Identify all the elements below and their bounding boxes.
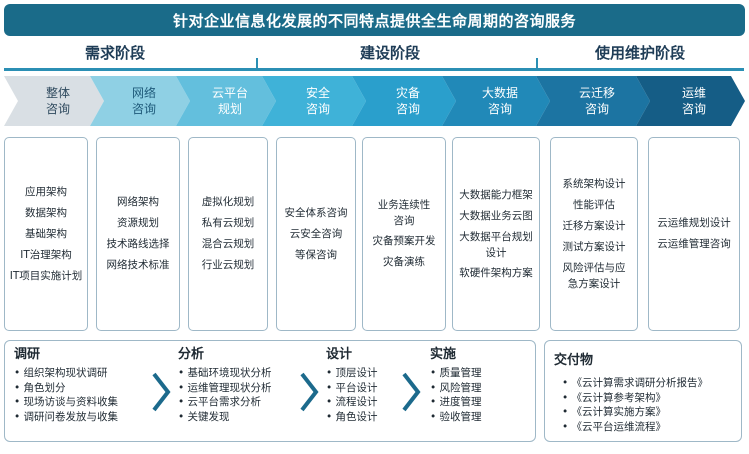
chevron-step-3 [176, 76, 276, 126]
service-item: 私有云规划 [201, 217, 255, 229]
service-item: 等保咨询 [295, 248, 337, 261]
phase-item: 进度管理 [430, 395, 482, 410]
service-item: 混合云规划 [201, 238, 255, 250]
service-item: 安全体系咨询 [284, 206, 348, 219]
stage-divider [256, 58, 258, 71]
step-label: 运维 咨询 [681, 86, 706, 116]
deliverable-item: 《云计算需求调研分析报告》 [562, 376, 709, 391]
service-item: 系统架构设计 [562, 178, 626, 190]
phase-item: 顶层设计 [326, 366, 378, 381]
service-item: 灾备演练 [383, 256, 425, 268]
service-box-cloud-migration: 系统架构设计 性能评估 迁移方案设计 测试方案设计 风险评估与应 急方案设计 [550, 137, 638, 331]
chevron-right-icon [402, 372, 421, 412]
service-box-overall: 应用架构 数据架构 基础架构 IT治理架构 IT项目实施计划 [4, 137, 88, 331]
stage-line-build [258, 68, 536, 71]
service-item: IT项目实施计划 [9, 269, 83, 282]
phase-title: 调研 [14, 347, 41, 362]
chevron-step-6 [442, 76, 550, 126]
stage-maintain: 使用维护阶段 [594, 44, 685, 62]
phase-item: 验收管理 [430, 410, 482, 425]
service-box-security: 安全体系咨询 云安全咨询 等保咨询 [276, 137, 356, 331]
service-item: 大数据能力框架 [459, 188, 533, 201]
chevron-step-4 [262, 76, 366, 126]
phase-item: 运维管理现状分析 [178, 381, 272, 396]
phase-item: 调研问卷发放与收集 [14, 410, 119, 425]
service-item: 大数据业务云图 [459, 209, 533, 222]
service-item: 行业云规划 [201, 259, 255, 271]
service-item: 基础架构 [25, 227, 67, 240]
service-item: 迁移方案设计 [562, 220, 626, 232]
phase-item: 现场访谈与资料收集 [14, 395, 119, 410]
service-item: 数据架构 [25, 206, 67, 219]
service-item: 云运维规划设计 [657, 217, 731, 229]
service-box-network: 网络架构 资源规划 技术路线选择 网络技术标准 [96, 137, 180, 331]
chevron-step-5 [352, 76, 456, 126]
step-label: 云迁移 咨询 [578, 86, 615, 116]
service-box-big-data: 大数据能力框架 大数据业务云图 大数据平台规划 设计 软硬件架构方案 [452, 137, 540, 331]
chevron-right-icon [300, 372, 319, 412]
service-item: 大数据平台规划 设计 [459, 230, 533, 259]
phase-item: 组织架构现状调研 [14, 366, 118, 381]
step-label: 安全 咨询 [305, 86, 330, 116]
method-panel [4, 340, 536, 442]
phase-title: 实施 [430, 347, 457, 362]
service-item: 风险评估与应 急方案设计 [562, 262, 626, 290]
stage-line-maintain [538, 68, 744, 71]
service-box-disaster-recovery: 业务连续性 咨询 灾备预案开发 灾备演练 [362, 137, 446, 331]
chevron-right-icon [152, 372, 171, 412]
step-label: 灾备 咨询 [395, 86, 420, 116]
service-item: 技术路线选择 [106, 238, 170, 250]
deliverable-item: 《云计算实施方案》 [562, 405, 708, 420]
deliverable-item: 《云平台运维流程》 [562, 420, 708, 435]
phase-item: 云平台需求分析 [178, 395, 272, 410]
deliverables-title: 交付物 [554, 353, 594, 368]
step-label: 大数据 咨询 [481, 86, 518, 116]
phase-item: 基础环境现状分析 [178, 366, 272, 381]
phase-item: 角色设计 [326, 410, 378, 425]
phase-design: 设计 顶层设计 平台设计 流程设计 角色设计 [326, 346, 378, 424]
phase-item: 质量管理 [430, 366, 482, 381]
deliverables-panel [544, 340, 742, 442]
phase-item: 关键发现 [178, 410, 272, 425]
phase-item: 风险管理 [430, 381, 482, 396]
phase-title: 设计 [326, 347, 353, 362]
step-label: 云平台 规划 [211, 86, 248, 116]
service-item: 云运维管理咨询 [657, 238, 731, 250]
chevron-step-1 [4, 76, 104, 126]
chevron-step-8 [636, 76, 745, 126]
service-item: 性能评估 [573, 199, 615, 211]
page-title: 针对企业信息化发展的不同特点提供全生命周期的咨询服务 [4, 4, 745, 36]
service-box-operations: 云运维规划设计 云运维管理咨询 [648, 137, 740, 331]
service-item: IT治理架构 [20, 248, 72, 261]
chevron-step-7 [536, 76, 650, 126]
service-item: 资源规划 [117, 217, 159, 229]
phase-implementation: 实施 质量管理 风险管理 进度管理 验收管理 [430, 346, 482, 424]
deliverables: 交付物 《云计算需求调研分析报告》 《云计算参考架构》 《云计算实施方案》 《云… [554, 352, 708, 434]
service-item: 灾备预案开发 [372, 235, 436, 247]
stage-demand: 需求阶段 [84, 44, 145, 62]
service-item: 测试方案设计 [562, 241, 626, 253]
phase-analysis: 分析 基础环境现状分析 运维管理现状分析 云平台需求分析 关键发现 [178, 346, 272, 424]
service-box-cloud-platform: 虚拟化规划 私有云规划 混合云规划 行业云规划 [188, 137, 268, 331]
phase-item: 流程设计 [326, 395, 378, 410]
service-item: 业务连续性 咨询 [377, 199, 431, 227]
service-item: 虚拟化规划 [201, 196, 255, 208]
stage-line-demand [4, 68, 256, 71]
phase-title: 分析 [178, 347, 205, 362]
phase-item: 平台设计 [326, 381, 378, 396]
service-item: 网络技术标准 [106, 259, 170, 271]
stage-build: 建设阶段 [359, 44, 420, 62]
service-item: 应用架构 [25, 185, 67, 198]
phase-research: 调研 组织架构现状调研 角色划分 现场访谈与资料收集 调研问卷发放与收集 [14, 346, 118, 424]
step-label: 网络 咨询 [131, 86, 156, 116]
step-label: 整体 咨询 [45, 86, 70, 116]
service-item: 云安全咨询 [289, 227, 343, 240]
deliverable-item: 《云计算参考架构》 [562, 391, 708, 406]
service-item: 网络架构 [117, 196, 159, 208]
process-chevrons [4, 76, 745, 126]
service-item: 软硬件架构方案 [459, 266, 533, 279]
chevron-step-2 [90, 76, 190, 126]
stage-divider [536, 58, 538, 71]
phase-item: 角色划分 [14, 381, 118, 396]
